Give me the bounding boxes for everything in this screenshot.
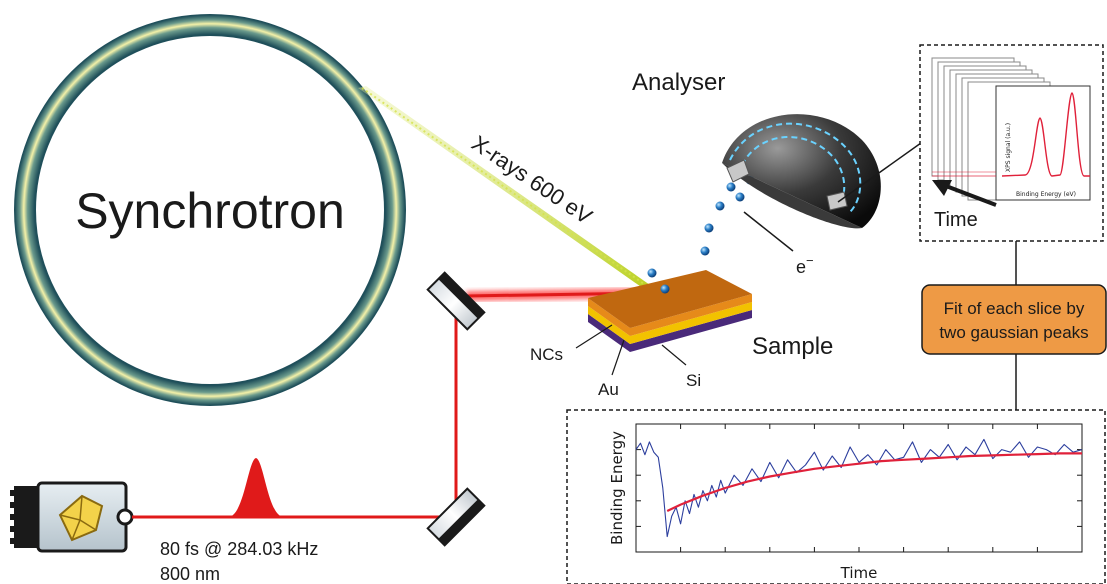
spectra-stack-box: XPS signal (a.u.) Binding Energy (eV) Ti… [919,44,1104,242]
fit-line1: Fit of each slice by [944,299,1085,318]
analyser-hemisphere [722,114,881,229]
synchrotron-label: Synchrotron [75,183,345,239]
xray-label: X-rays 600 eV [467,130,597,229]
xray-beam [358,86,660,296]
fit-curve-line [666,452,1082,512]
si-label: Si [686,371,701,390]
mirror-upper [426,271,486,331]
analyser-label: Analyser [632,69,725,96]
laser-spec-line2: 800 nm [160,564,220,584]
mirror-lower [426,487,486,547]
au-label: Au [598,380,619,399]
spectra-stack [931,57,1091,201]
time-arrow [932,180,997,207]
laser-pulse [228,458,284,517]
ncs-label: NCs [530,345,563,364]
stack-time-label: Time [934,209,978,231]
y-axis-label: Binding Energy [608,431,626,545]
laser-source [10,481,134,553]
data-trace-line [635,438,1083,538]
binding-energy-chart: Time Binding Energy [608,423,1083,582]
fit-line2: two gaussian peaks [939,323,1088,342]
stack-xlabel: Binding Energy (eV) [1016,191,1076,198]
kinetics-chart-frame [566,409,1106,584]
synchrotron-ring [14,14,406,406]
crystal-icon [58,494,104,542]
sample [588,270,752,352]
laser-spec-line1: 80 fs @ 284.03 kHz [160,539,318,559]
electron-label: e− [796,253,814,277]
sample-label: Sample [752,333,833,360]
fit-box: Fit of each slice by two gaussian peaks [921,284,1107,355]
stack-ylabel: XPS signal (a.u.) [1005,123,1012,172]
x-axis-label: Time [840,564,878,582]
